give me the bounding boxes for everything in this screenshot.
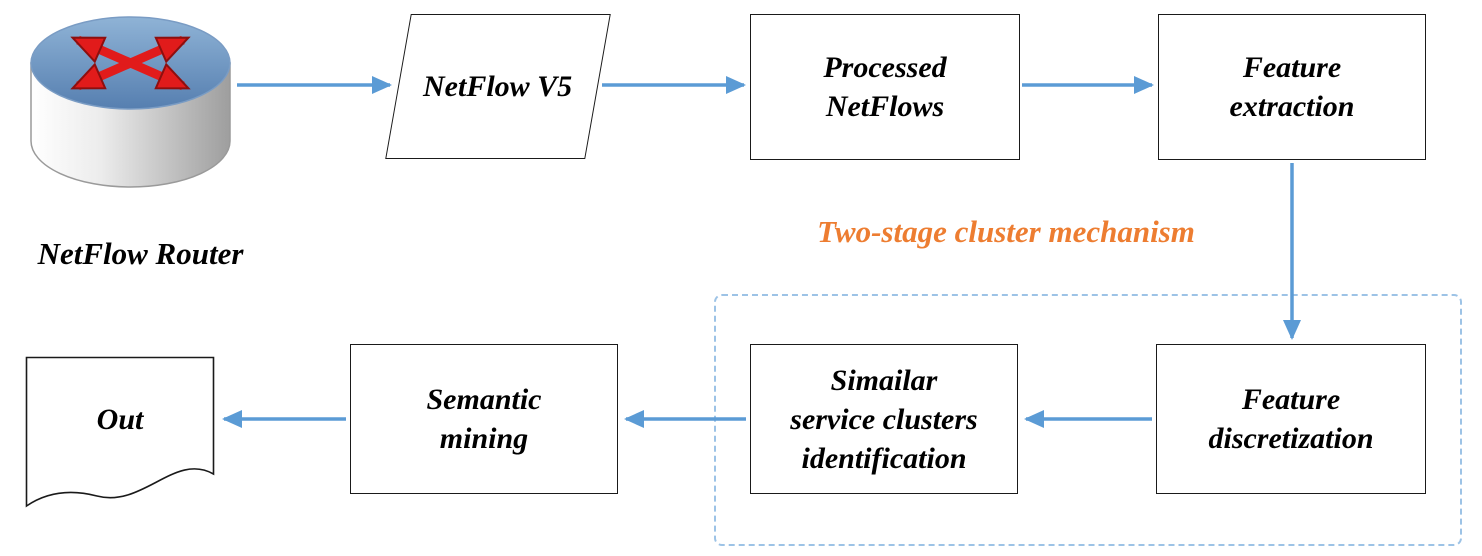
node-feature-extraction: Feature extraction [1158, 14, 1426, 160]
node-label: Out [96, 403, 144, 436]
node-label: Processed NetFlows [823, 51, 947, 123]
node-label: Feature extraction [1229, 51, 1355, 123]
node-label: Semantic mining [426, 383, 542, 455]
node-label: Simailar service clusters identification [790, 363, 978, 475]
node-label: Feature discretization [1208, 383, 1374, 455]
router-traffic-arrow [78, 35, 183, 91]
node-label: NetFlow V5 [423, 70, 573, 103]
two-stage-cluster-annotation: Two-stage cluster mechanism [817, 214, 1195, 249]
node-processed-netflows: Processed NetFlows [750, 14, 1020, 160]
node-semantic-mining: Semantic mining [350, 344, 618, 494]
node-feature-discretization: Feature discretization [1156, 344, 1426, 494]
router-icon [30, 16, 231, 188]
node-similar-service-clusters: Simailar service clusters identification [750, 344, 1018, 494]
node-netflow-v5: NetFlow V5 [385, 14, 611, 159]
router-label: NetFlow Router [37, 236, 244, 271]
node-out: Out [25, 356, 215, 511]
document-shape [25, 356, 215, 508]
